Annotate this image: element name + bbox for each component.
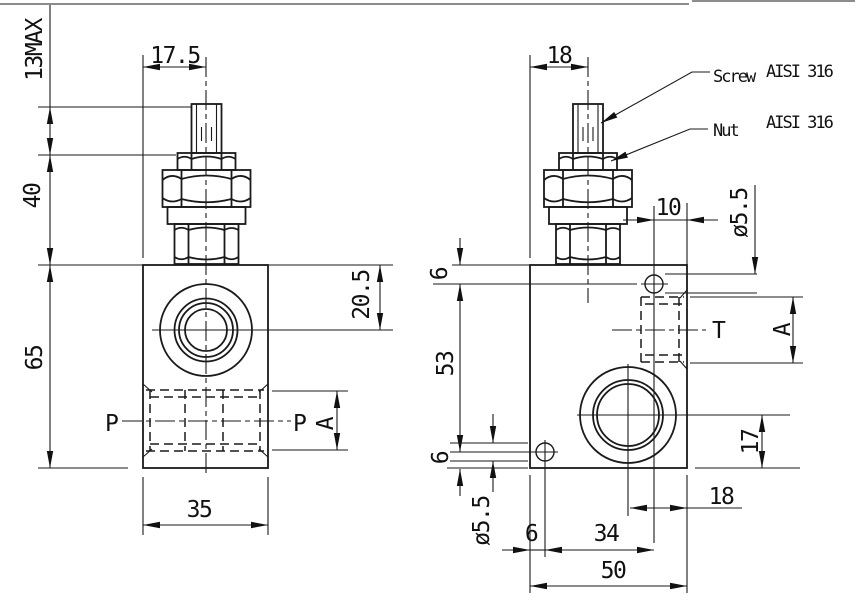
dim-65-label: 65 (22, 346, 48, 371)
dim-6-bottom-label: 6 (428, 451, 454, 464)
screw-leader-line (600, 71, 710, 124)
front-view-dimensions: 13MAX 17.5 40 65 20.5 35 P P A (20, 5, 393, 535)
nut-leader-line (610, 128, 708, 162)
dim-35-label: 35 (187, 497, 212, 523)
side-view-geometry (529, 57, 790, 557)
dim-34-label: 34 (594, 521, 619, 547)
dim-dia5-5-bottom-label: ø5.5 (469, 496, 495, 545)
dim-a-right-label: A (770, 322, 796, 336)
dim-17-5-label: 17.5 (150, 43, 199, 69)
dim-dia5-5-top-label: ø5.5 (727, 188, 753, 237)
nut-material-label: AISI 316 (766, 113, 834, 133)
dim-6-horizontal-label: 6 (525, 521, 538, 547)
side-view-dimensions: 18 Screw AISI 316 Nut AISI 316 10 ø5.5 6… (427, 43, 836, 593)
dim-a-left-label: A (313, 416, 339, 430)
dim-20-5-label: 20.5 (349, 270, 375, 319)
front-view-geometry (122, 57, 393, 477)
page-border (0, 0, 855, 5)
screw-callout-label: Screw (713, 67, 757, 87)
dim-6-top-label: 6 (427, 267, 453, 280)
dim-40-label: 40 (20, 183, 46, 208)
nut-callout-label: Nut (713, 121, 738, 141)
dim-18-top-label: 18 (547, 43, 572, 69)
dim-18-bottom-label: 18 (709, 484, 734, 510)
port-t-label: T (712, 318, 726, 344)
dim-53-label: 53 (433, 351, 459, 376)
screw-material-label: AISI 316 (766, 62, 834, 82)
port-p-right-label: P (293, 411, 306, 437)
dim-17-label: 17 (738, 429, 764, 454)
port-p-left-label: P (105, 411, 118, 437)
dim-10-label: 10 (656, 195, 681, 221)
dim-13max-label: 13MAX (22, 17, 48, 80)
dim-50-label: 50 (601, 558, 626, 584)
